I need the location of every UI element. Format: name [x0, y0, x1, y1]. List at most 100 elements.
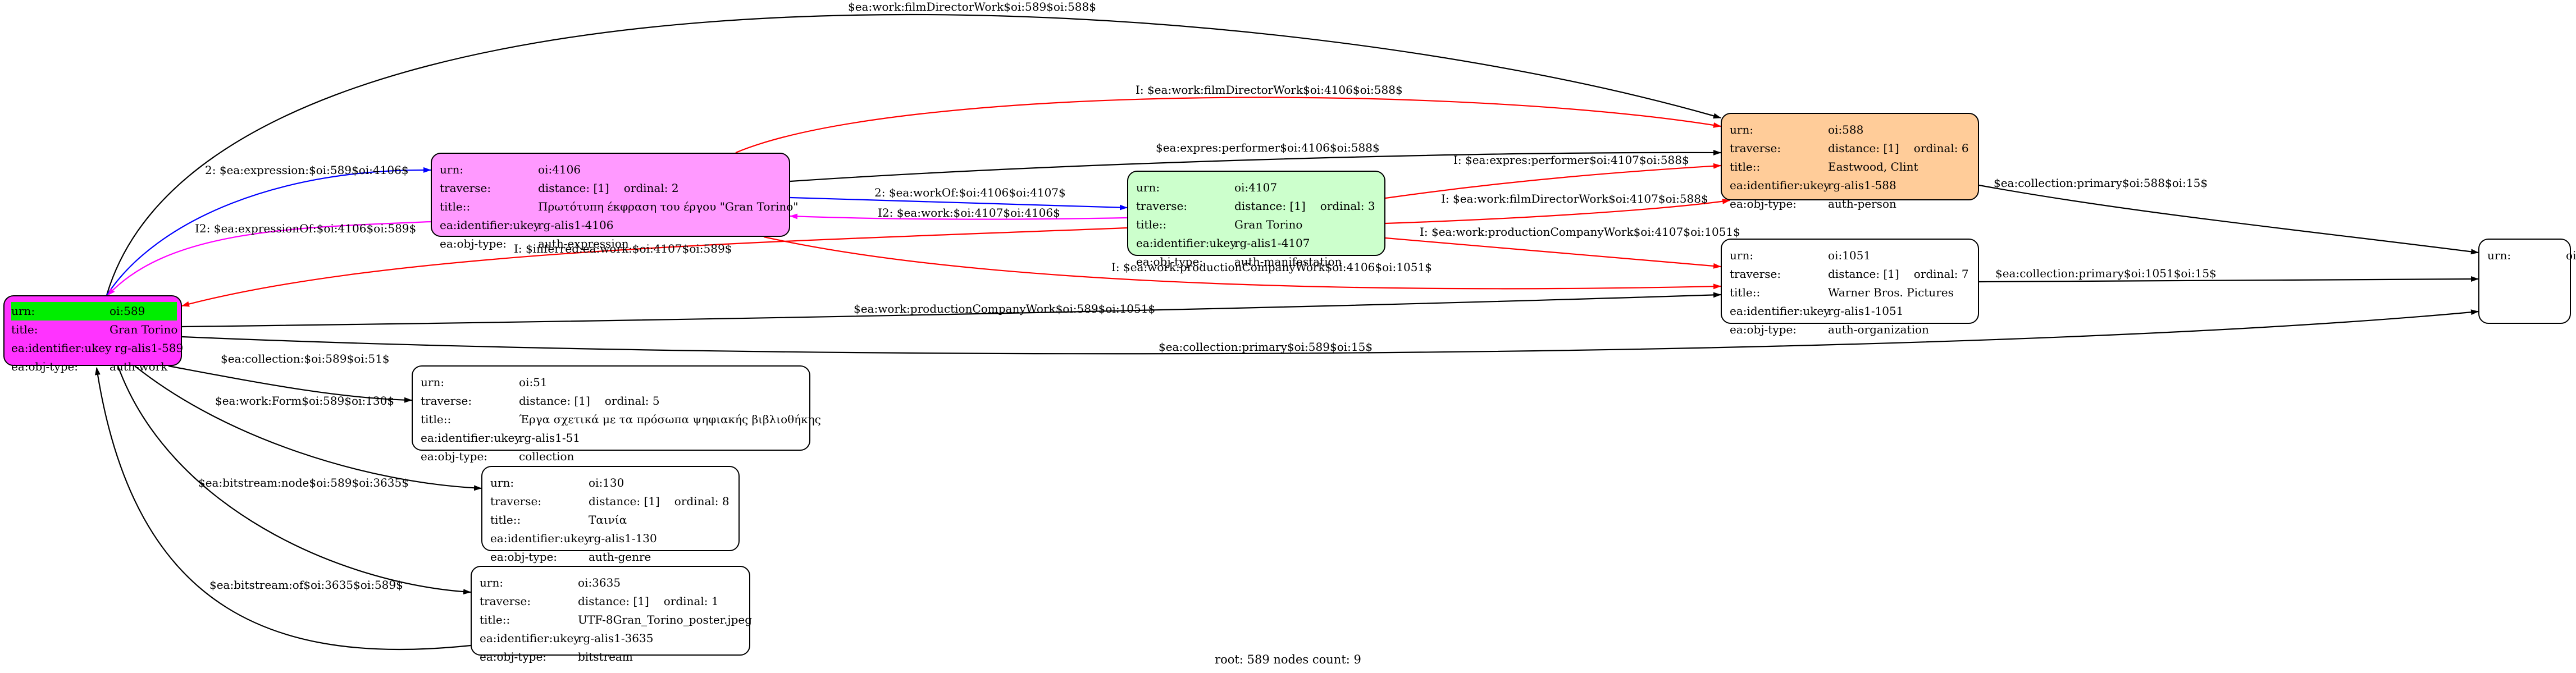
- node-1051-urn-key: urn:: [1730, 249, 1754, 262]
- edge-label-expres-performer-4106: $ea:expres:performer$oi:4106$oi:588$: [1156, 141, 1380, 154]
- node-588-title-value: Eastwood, Clint: [1828, 160, 1918, 173]
- edge-expres-performer-4107-588: [1385, 163, 1721, 199]
- node-588[interactable]: urn:oi:588 traverse:distance: [1]ordinal…: [1721, 113, 1979, 210]
- node-130-distance: distance: [1]: [589, 495, 660, 508]
- node-4106-type-value: auth-expression: [538, 237, 629, 250]
- node-589-type-key: ea:obj-type:: [11, 360, 79, 373]
- node-3635-distance: distance: [1]: [578, 594, 649, 608]
- node-15-urn-key: urn:: [2487, 249, 2511, 262]
- node-4107-ukey-key: ea:identifier:ukey: [1136, 236, 1237, 250]
- node-4107-row-title: title::Gran Torino: [1136, 216, 1376, 234]
- node-3635-type-key: ea:obj-type:: [480, 650, 547, 663]
- edge-label-bitstream-of: $ea:bitstream:of$oi:3635$oi:589$: [209, 578, 403, 592]
- node-589-title-key: title:: [11, 323, 38, 336]
- node-1051-urn-value: oi:1051: [1828, 249, 1871, 262]
- node-51-ukey-key: ea:identifier:ukey: [421, 431, 521, 445]
- edge-film-director-4107-588: [1385, 198, 1730, 225]
- node-130-urn-key: urn:: [490, 476, 514, 489]
- node-4106-row-title: title::Πρωτότυπη έκφραση του έργου "Gran…: [440, 198, 799, 216]
- node-4107-distance: distance: [1]: [1234, 199, 1306, 213]
- node-3635-ukey-key: ea:identifier:ukey: [480, 631, 580, 645]
- node-589-ukey-key: ea:identifier:ukey: [11, 341, 112, 355]
- edge-form-589-130: [134, 365, 482, 491]
- node-51-row-type: ea:obj-type:collection: [421, 447, 801, 466]
- node-4106-type-key: ea:obj-type:: [440, 237, 507, 250]
- node-4106-urn-value: oi:4106: [538, 163, 581, 176]
- node-3635-title-value: UTF-8Gran_Torino_poster.jpeg: [578, 613, 753, 626]
- node-589[interactable]: urn: oi:589 title: Gran Torino ea:identi…: [3, 295, 183, 373]
- node-51-title-value: Έργα σχετικά με τα πρόσωπα ψηφιακής βιβλ…: [519, 413, 821, 426]
- edge-film-director-4106-588: [735, 97, 1721, 154]
- node-130-title-value: Ταινία: [589, 513, 627, 527]
- node-1051-ukey-key: ea:identifier:ukey: [1730, 304, 1830, 318]
- edge-bitstream-of-3635-589: [95, 367, 471, 651]
- node-130-ordinal: ordinal: 8: [674, 495, 730, 508]
- node-3635-ukey-value: rg-alis1-3635: [578, 631, 654, 645]
- edge-label-expression-of: I2: $ea:expressionOf:$oi:4106$oi:589$: [195, 222, 416, 235]
- node-15-row-urn: urn:oi:15: [2487, 246, 2576, 265]
- node-1051-row-urn: urn: oi:1051: [1730, 246, 1970, 265]
- edge-bitstream-node-589-3635: [117, 365, 471, 595]
- node-130-row-title: title::Ταινία: [490, 511, 731, 529]
- node-1051[interactable]: urn: oi:1051 traverse:distance: [1]ordina…: [1721, 239, 1979, 336]
- node-4106-row-traverse: traverse:distance: [1]ordinal: 2: [440, 179, 781, 198]
- node-1051-row-traverse: traverse:distance: [1]ordinal: 7: [1730, 265, 1970, 283]
- edge-label-production-4107: I: $ea:work:productionCompanyWork$oi:410…: [1420, 225, 1740, 239]
- edge-label-collection-51: $ea:collection:$oi:589$oi:51$: [221, 352, 390, 365]
- node-51-urn-key: urn:: [421, 376, 445, 389]
- node-588-traverse-key: traverse:: [1730, 141, 1781, 155]
- edge-expres-performer-4106-588: [790, 149, 1721, 182]
- node-1051-row-type: ea:obj-type: auth-organization: [1730, 321, 1970, 339]
- node-4107[interactable]: urn:oi:4107 traverse:distance: [1]ordina…: [1127, 171, 1385, 268]
- node-4106-title-value: Πρωτότυπη έκφραση του έργου "Gran Torino…: [538, 200, 799, 213]
- edge-label-form: $ea:work:Form$oi:589$oi:130$: [215, 394, 394, 408]
- node-589-type-value: auth-work: [110, 360, 168, 373]
- node-51-type-value: collection: [519, 450, 575, 463]
- edge-collection-1051-15: [1978, 276, 2479, 283]
- node-1051-type-key: ea:obj-type:: [1730, 323, 1797, 336]
- node-51-row-traverse: traverse:distance: [1]ordinal: 5: [421, 392, 801, 410]
- edge-label-film-director-4106: I: $ea:work:filmDirectorWork$oi:4106$oi:…: [1136, 83, 1403, 97]
- node-51[interactable]: urn:oi:51 traverse:distance: [1]ordinal:…: [412, 365, 821, 463]
- node-588-type-key: ea:obj-type:: [1730, 197, 1797, 210]
- node-588-distance: distance: [1]: [1828, 141, 1899, 155]
- edge-work-4107-4106: [790, 213, 1128, 220]
- edge-label-collection-1051: $ea:collection:primary$oi:1051$oi:15$: [1995, 267, 2217, 280]
- node-130-ukey-key: ea:identifier:ukey: [490, 532, 591, 545]
- node-15[interactable]: urn:oi:15: [2478, 239, 2576, 324]
- node-3635-urn-key: urn:: [480, 576, 504, 589]
- node-3635-row-type: ea:obj-type:bitstream: [480, 648, 741, 666]
- node-588-ukey-key: ea:identifier:ukey: [1730, 178, 1830, 192]
- edge-expression-of-4106-589: [107, 221, 431, 296]
- node-4107-title-value: Gran Torino: [1234, 218, 1303, 231]
- node-589-row-urn: urn: oi:589: [11, 302, 177, 321]
- node-589-row-title: title: Gran Torino: [11, 321, 177, 339]
- edge-expression-589-4106: [106, 167, 431, 296]
- node-3635[interactable]: urn:oi:3635 traverse:distance: [1]ordina…: [471, 566, 753, 663]
- node-589-row-type: ea:obj-type: auth-work: [11, 358, 174, 376]
- node-51-ukey-value: rg-alis1-51: [519, 431, 581, 445]
- edge-work-of-4106-4107: [790, 196, 1128, 210]
- node-588-type-value: auth-person: [1828, 197, 1896, 210]
- node-4106[interactable]: urn: oi:4106 traverse:distance: [1]ordina…: [431, 153, 799, 250]
- node-51-ordinal: ordinal: 5: [604, 394, 660, 408]
- node-4107-type-key: ea:obj-type:: [1136, 255, 1203, 268]
- node-130-row-type: ea:obj-type:auth-genre: [490, 548, 731, 566]
- node-4106-urn-key: urn:: [440, 163, 464, 176]
- edge-inferred-work-4107-589: [181, 227, 1128, 307]
- node-588-urn-key: urn:: [1730, 123, 1754, 136]
- edge-label-film-director-4107: I: $ea:work:filmDirectorWork$oi:4107$oi:…: [1441, 192, 1708, 205]
- node-4107-traverse-key: traverse:: [1136, 199, 1188, 213]
- footer-summary: root: 589 nodes count: 9: [1215, 653, 1361, 666]
- edge-production-4107-1051: [1385, 237, 1721, 269]
- node-1051-type-value: auth-organization: [1828, 323, 1929, 336]
- node-130[interactable]: urn:oi:130 traverse:distance: [1]ordinal…: [481, 466, 740, 564]
- node-4107-urn-value: oi:4107: [1234, 181, 1278, 194]
- node-1051-traverse-key: traverse:: [1730, 267, 1781, 281]
- node-4107-row-traverse: traverse:distance: [1]ordinal: 3: [1136, 197, 1376, 216]
- node-51-title-key: title::: [421, 413, 452, 426]
